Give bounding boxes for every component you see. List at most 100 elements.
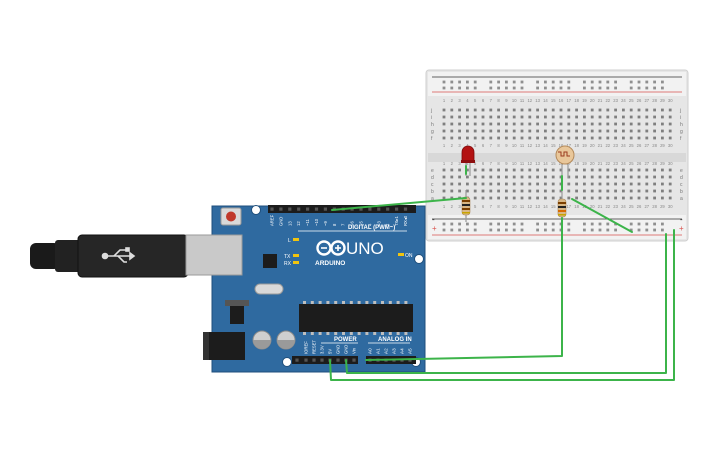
terminal-hole[interactable] [661,129,664,133]
rail-hole[interactable] [489,86,493,90]
terminal-hole[interactable] [536,189,539,193]
rail-hole[interactable] [512,222,516,226]
terminal-hole[interactable] [622,196,625,200]
rail-hole[interactable] [473,228,477,232]
terminal-hole[interactable] [520,189,524,193]
terminal-hole[interactable] [473,115,477,119]
terminal-hole[interactable] [481,168,485,172]
terminal-hole[interactable] [622,175,625,179]
rail-hole[interactable] [458,228,461,232]
rail-hole[interactable] [551,228,555,232]
rail-hole[interactable] [661,228,664,232]
terminal-hole[interactable] [559,122,563,126]
terminal-hole[interactable] [559,129,563,133]
terminal-hole[interactable] [583,196,586,200]
digital-pin-socket[interactable] [323,207,327,211]
digital-pin-socket[interactable] [395,207,399,211]
terminal-hole[interactable] [606,108,610,112]
terminal-hole[interactable] [583,129,586,133]
terminal-hole[interactable] [481,189,485,193]
terminal-hole[interactable] [598,189,602,193]
terminal-hole[interactable] [497,136,500,140]
terminal-hole[interactable] [442,129,446,133]
wire-rail-to-gnd[interactable] [329,229,675,381]
rail-hole[interactable] [637,80,641,84]
terminal-hole[interactable] [528,129,532,133]
terminal-hole[interactable] [489,115,493,119]
rail-hole[interactable] [536,80,539,84]
rail-hole[interactable] [466,228,469,232]
terminal-hole[interactable] [473,189,477,193]
terminal-hole[interactable] [520,122,524,126]
rail-hole[interactable] [505,80,508,84]
rail-hole[interactable] [598,228,602,232]
digital-pin-socket[interactable] [306,207,310,211]
terminal-hole[interactable] [606,168,610,172]
rail-hole[interactable] [567,228,571,232]
terminal-hole[interactable] [614,168,617,172]
terminal-hole[interactable] [567,196,571,200]
terminal-hole[interactable] [505,168,508,172]
terminal-hole[interactable] [653,122,656,126]
terminal-hole[interactable] [528,136,532,140]
terminal-hole[interactable] [637,196,641,200]
terminal-hole[interactable] [536,182,539,186]
terminal-hole[interactable] [512,108,516,112]
rail-hole[interactable] [551,80,555,84]
terminal-hole[interactable] [528,189,532,193]
rail-hole[interactable] [590,86,594,90]
terminal-hole[interactable] [590,189,594,193]
rail-hole[interactable] [567,80,571,84]
terminal-hole[interactable] [536,129,539,133]
terminal-hole[interactable] [481,108,485,112]
terminal-hole[interactable] [450,129,454,133]
terminal-hole[interactable] [622,136,625,140]
terminal-hole[interactable] [520,182,524,186]
rail-hole[interactable] [458,86,461,90]
terminal-hole[interactable] [489,189,493,193]
terminal-hole[interactable] [637,122,641,126]
digital-pin-socket[interactable] [297,207,301,211]
terminal-hole[interactable] [637,115,641,119]
rail-hole[interactable] [645,222,649,226]
rail-hole[interactable] [489,80,493,84]
terminal-hole[interactable] [622,129,625,133]
rail-hole[interactable] [489,222,493,226]
terminal-hole[interactable] [567,122,571,126]
terminal-hole[interactable] [622,189,625,193]
rail-hole[interactable] [653,80,656,84]
terminal-hole[interactable] [442,115,446,119]
terminal-hole[interactable] [528,196,532,200]
terminal-hole[interactable] [590,136,594,140]
terminal-hole[interactable] [536,136,539,140]
terminal-hole[interactable] [520,129,524,133]
terminal-hole[interactable] [653,189,656,193]
terminal-hole[interactable] [614,182,617,186]
photoresistor[interactable] [555,145,575,178]
terminal-hole[interactable] [575,122,578,126]
terminal-hole[interactable] [512,168,516,172]
terminal-hole[interactable] [481,115,485,119]
terminal-hole[interactable] [497,196,500,200]
rail-hole[interactable] [629,228,633,232]
rail-hole[interactable] [590,222,594,226]
wire-rail-to-5v[interactable] [345,233,667,374]
rail-hole[interactable] [653,222,656,226]
terminal-hole[interactable] [668,189,672,193]
terminal-hole[interactable] [614,189,617,193]
terminal-hole[interactable] [614,175,617,179]
terminal-hole[interactable] [583,108,586,112]
terminal-hole[interactable] [512,196,516,200]
terminal-hole[interactable] [450,175,454,179]
rail-hole[interactable] [536,222,539,226]
terminal-hole[interactable] [505,108,508,112]
terminal-hole[interactable] [590,108,594,112]
terminal-hole[interactable] [567,168,571,172]
terminal-hole[interactable] [505,129,508,133]
rail-hole[interactable] [653,228,656,232]
terminal-hole[interactable] [473,182,477,186]
terminal-hole[interactable] [489,196,493,200]
rail-hole[interactable] [450,80,454,84]
terminal-hole[interactable] [450,115,454,119]
terminal-hole[interactable] [528,175,532,179]
